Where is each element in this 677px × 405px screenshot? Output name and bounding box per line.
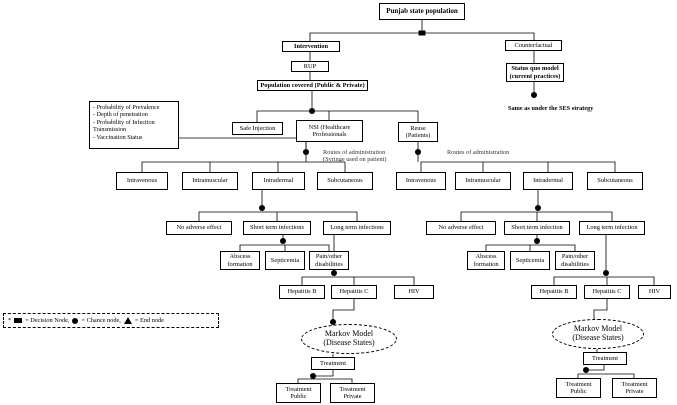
- route-subcutaneous-left: Subcutaneous: [317, 172, 373, 190]
- end-node-icon: [531, 92, 537, 98]
- short-pain-left: Pain/other disabilities: [309, 251, 349, 270]
- chance-node-icon: [331, 270, 337, 276]
- connector-line: [301, 276, 415, 285]
- hepatitis-c-right: Hepatitis C: [584, 285, 630, 299]
- route-intradermal-left: Intradermal: [252, 172, 305, 190]
- safe-injection-node: Safe Injection: [232, 122, 283, 135]
- markov-title-left: Markov Model: [324, 329, 374, 339]
- chance-node-icon: [534, 238, 540, 244]
- hepatitis-b-left: Hepatitis B: [279, 285, 325, 299]
- short-pain-right: Pain/other disabilities: [555, 251, 595, 270]
- intervention-node: Intervention: [282, 41, 340, 52]
- route-intramuscular-left: Intramuscular: [182, 172, 238, 190]
- legend-decision-label: = Decision Node,: [25, 317, 70, 324]
- outcome-long-term-right: Long term infection: [579, 221, 645, 235]
- connector-line: [297, 378, 353, 383]
- chance-node-icon: [259, 205, 265, 211]
- legend-chance-label: = Chance node,: [81, 317, 121, 324]
- hepatitis-c-left: Hepatitis C: [331, 285, 377, 299]
- connector-line: [586, 365, 605, 371]
- connector-line: [485, 244, 576, 251]
- treatment-public-right: Treatment Public: [556, 378, 601, 398]
- chance-node-icon: [415, 149, 421, 155]
- legend-box: * = Decision Node, = Chance node, = End …: [3, 313, 219, 328]
- factors-box: - Probability of Prevalence - Depth of p…: [89, 101, 179, 149]
- route-intramuscular-right: Intramuscular: [455, 172, 511, 190]
- route-subcutaneous-right: Subcutaneous: [587, 172, 643, 190]
- reuse-node: Reuse (Patients): [398, 122, 438, 142]
- routes-note-left: Routes of administration (Syringe used o…: [323, 149, 405, 163]
- markov-subtitle-right: (Disease States): [572, 333, 624, 342]
- factor-vaccination: - Vaccination Status: [93, 133, 143, 141]
- factor-transmission: - Probability of Infection Transmission: [93, 118, 155, 134]
- rup-node: RUP: [291, 61, 329, 72]
- connector-line: [256, 110, 419, 122]
- status-quo-node: Status quo model (current practices): [506, 63, 564, 82]
- connector-line: [332, 299, 355, 322]
- decision-node-icon: [418, 30, 426, 36]
- treatment-left: Treatment: [311, 357, 355, 370]
- routes-label-left: Routes of administration (Syringe used o…: [323, 149, 387, 164]
- decision-node-icon: [14, 318, 23, 323]
- route-intradermal-right: Intradermal: [523, 172, 573, 190]
- treatment-right: Treatment: [583, 352, 627, 365]
- outcome-no-adverse-right: No adverse effect: [426, 221, 496, 235]
- legend-end-label: = End node: [134, 317, 164, 324]
- hiv-left: HIV: [394, 285, 434, 299]
- connector-line: [239, 244, 330, 251]
- route-intravenous-left: Intravenous: [116, 172, 168, 190]
- treatment-private-left: Treatment Private: [330, 383, 375, 403]
- routes-label-right: Routes of administration: [447, 149, 510, 156]
- connector-line: [420, 161, 616, 172]
- chance-node-icon: [72, 317, 79, 324]
- factor-prevalence: - Probability of Prevalence: [93, 104, 160, 111]
- legend-star: *: [8, 317, 12, 324]
- hiv-right: HIV: [638, 285, 671, 299]
- chance-node-icon: [310, 373, 316, 379]
- connector-line: [460, 211, 613, 221]
- same-as-ses-label: Same as under the SES strategy: [508, 105, 594, 112]
- connector-line: [553, 276, 655, 285]
- outcome-no-adverse-left: No adverse effect: [166, 221, 232, 235]
- nsi-node: NSI (Healthcare Professionals: [296, 120, 363, 142]
- chance-node-icon: [583, 367, 589, 373]
- counterfactual-node: Counterfactual: [505, 40, 562, 51]
- route-intravenous-right: Intravenous: [396, 172, 446, 190]
- markov-model-right: Markov Model (Disease States): [552, 319, 644, 349]
- population-node: Population covered (Public & Private): [257, 80, 368, 91]
- markov-subtitle-left: (Disease States): [323, 338, 375, 347]
- chance-node-icon: [280, 238, 286, 244]
- connector-line: [198, 211, 358, 221]
- markov-title-right: Markov Model: [573, 324, 623, 334]
- treatment-public-left: Treatment Public: [276, 383, 321, 403]
- chance-node-icon: [309, 108, 315, 114]
- outcome-long-term-left: Long term infections: [323, 221, 391, 235]
- connector-line: [593, 299, 608, 322]
- end-node-icon: [123, 317, 132, 324]
- root-node: Punjab state population: [379, 3, 465, 20]
- treatment-private-right: Treatment Private: [612, 378, 657, 398]
- chance-node-icon: [303, 149, 309, 155]
- connector-line: [141, 161, 345, 172]
- outcome-short-term-right: Short term infection: [504, 221, 570, 235]
- connector-line: [313, 370, 334, 377]
- connector-line: [179, 137, 307, 152]
- short-septicemia-right: Septicemia: [510, 251, 550, 270]
- hepatitis-b-right: Hepatitis B: [531, 285, 577, 299]
- factor-penetration: - Depth of penetration: [93, 111, 148, 119]
- chance-node-icon: [535, 205, 541, 211]
- short-abscess-left: Abscess formation: [220, 251, 260, 270]
- outcome-short-term-left: Short term infections: [243, 221, 311, 235]
- chance-node-icon: [603, 270, 609, 276]
- short-septicemia-left: Septicemia: [265, 251, 305, 270]
- connector-line: [577, 373, 635, 378]
- markov-model-left: Markov Model (Disease States): [301, 324, 397, 354]
- chance-node-icon: [330, 319, 336, 325]
- short-abscess-right: Abscess formation: [467, 251, 505, 270]
